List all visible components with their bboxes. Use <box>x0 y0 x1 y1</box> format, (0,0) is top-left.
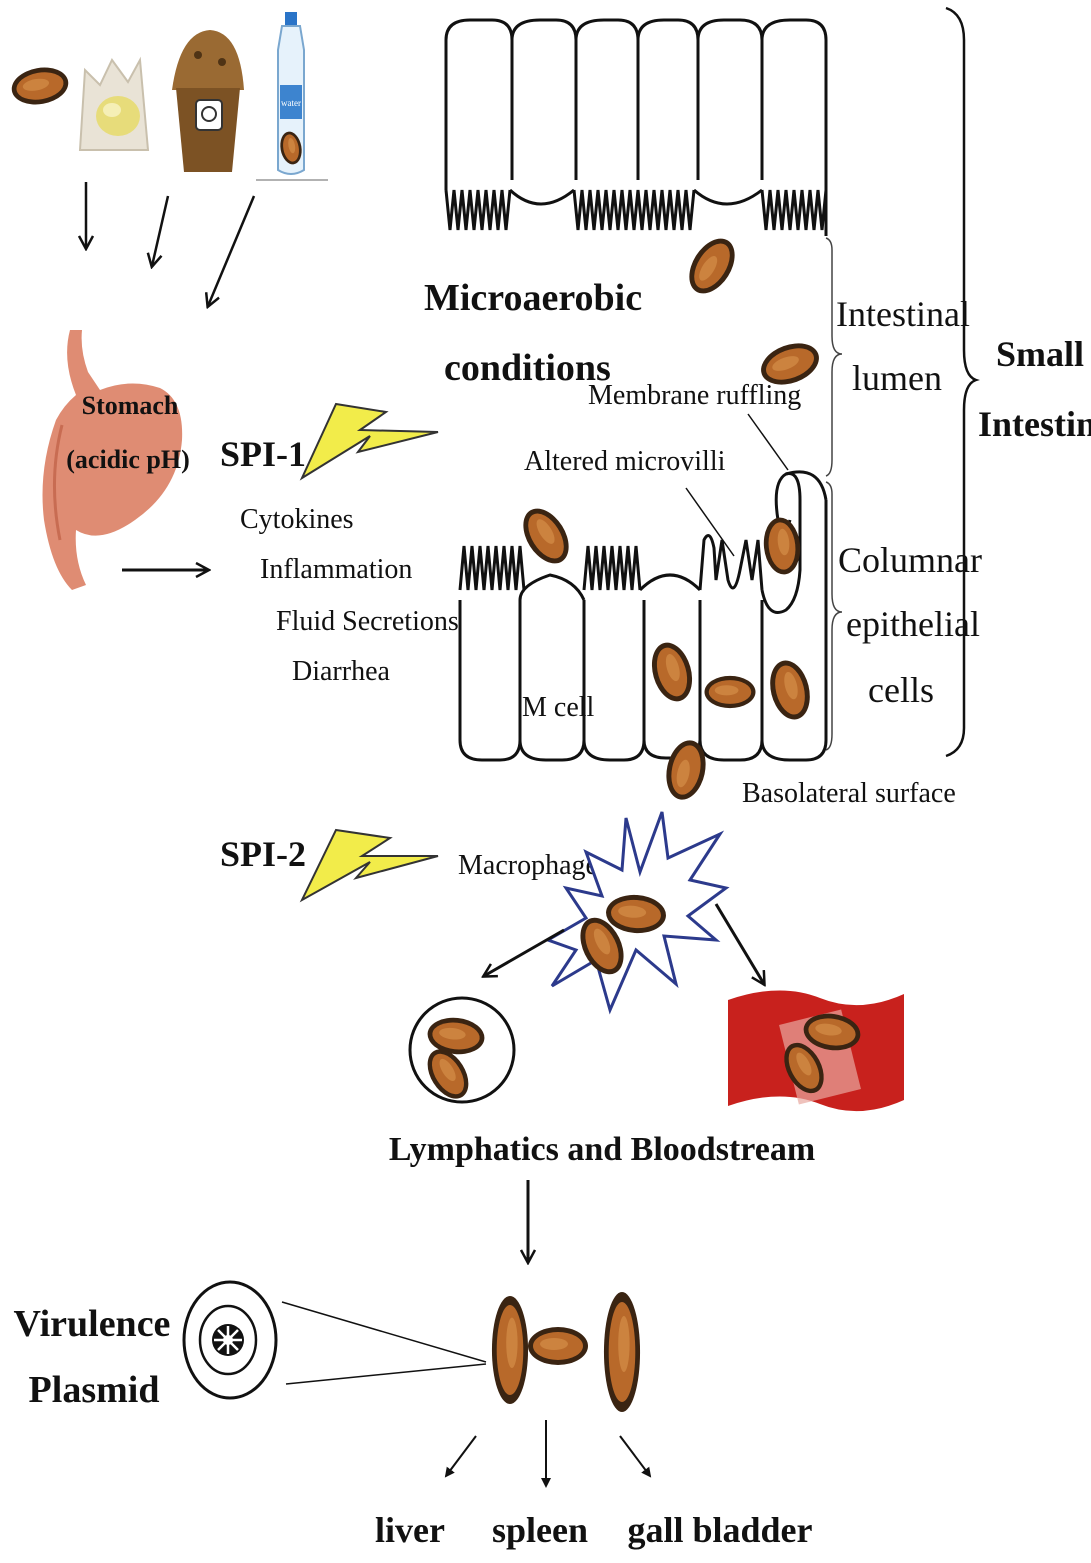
lightning-bolt-icon <box>302 830 438 900</box>
pointer-line <box>686 488 734 556</box>
liver-label: liver <box>375 1510 445 1550</box>
bacterium <box>661 737 711 804</box>
virulence-label: Virulence <box>14 1303 171 1345</box>
arrow-to-bloodstream <box>716 904 764 984</box>
spi2-label: SPI-2 <box>220 834 306 874</box>
contaminated-food-sources: water <box>9 12 328 306</box>
spleen-label: spleen <box>492 1510 588 1550</box>
water-bottle-label: water <box>281 98 301 108</box>
upper-epithelium <box>446 20 826 236</box>
pointer-line <box>748 414 788 470</box>
conditions-label: conditions <box>444 347 611 389</box>
macrophage-label: Macrophage <box>458 850 598 881</box>
muffin-icon <box>172 30 244 172</box>
lumen-label: lumen <box>852 358 942 398</box>
bacterium <box>761 516 803 576</box>
cytokines-label: Cytokines <box>240 504 354 535</box>
altered-microvilli-label: Altered microvilli <box>524 446 726 477</box>
bacterium <box>705 676 756 708</box>
plasmid-icon <box>184 1282 276 1398</box>
spi1-label: SPI-1 <box>220 434 306 474</box>
inflammation-label: Inflammation <box>260 554 412 585</box>
columnar-epithelium <box>460 472 826 760</box>
arrow-down <box>152 196 168 266</box>
fluid-secretions-label: Fluid Secretions <box>276 606 459 637</box>
bacterium <box>645 638 698 706</box>
cells-label: cells <box>868 670 934 710</box>
diarrhea-label: Diarrhea <box>292 656 391 687</box>
egg-icon <box>80 60 148 150</box>
arrow-to-lymphatics <box>484 930 564 976</box>
bacterium <box>680 230 744 301</box>
intestinal-lumen-brace <box>826 238 842 476</box>
plasmid-label: Plasmid <box>29 1369 160 1411</box>
microaerobic-label: Microaerobic <box>424 277 642 319</box>
bacterium <box>514 500 578 571</box>
arrow-down <box>208 196 254 306</box>
arrow-to-liver <box>446 1436 476 1476</box>
bacterium <box>604 1292 640 1412</box>
arrow-to-gall-bladder <box>620 1436 650 1476</box>
columnar-label: Columnar <box>838 540 982 580</box>
epithelial-label: epithelial <box>846 604 980 644</box>
pointer-line <box>286 1364 486 1384</box>
lightning-bolt-icon <box>302 404 438 478</box>
bacterium <box>528 1327 588 1365</box>
columnar-cells-brace <box>826 482 842 750</box>
pointer-line <box>282 1302 486 1362</box>
bacterium <box>9 63 71 108</box>
lymphatics-bloodstream-label: Lymphatics and Bloodstream <box>389 1131 815 1168</box>
bacterium <box>764 656 815 723</box>
stomach-label: Stomach <box>82 391 179 420</box>
small-label: Small <box>996 334 1084 374</box>
m-cell-label: M cell <box>522 692 595 723</box>
intestine-label: Intestine <box>978 404 1091 444</box>
bacterium <box>492 1296 528 1404</box>
acidic-ph-label: (acidic pH) <box>66 445 190 474</box>
membrane-ruffling-label: Membrane ruffling <box>588 380 801 411</box>
gall-bladder-label: gall bladder <box>627 1510 812 1550</box>
stomach: Stomach (acidic pH) <box>43 330 190 590</box>
basolateral-surface-label: Basolateral surface <box>742 778 956 809</box>
intestinal-label: Intestinal <box>836 294 970 334</box>
water-bottle-icon: water <box>256 12 328 180</box>
